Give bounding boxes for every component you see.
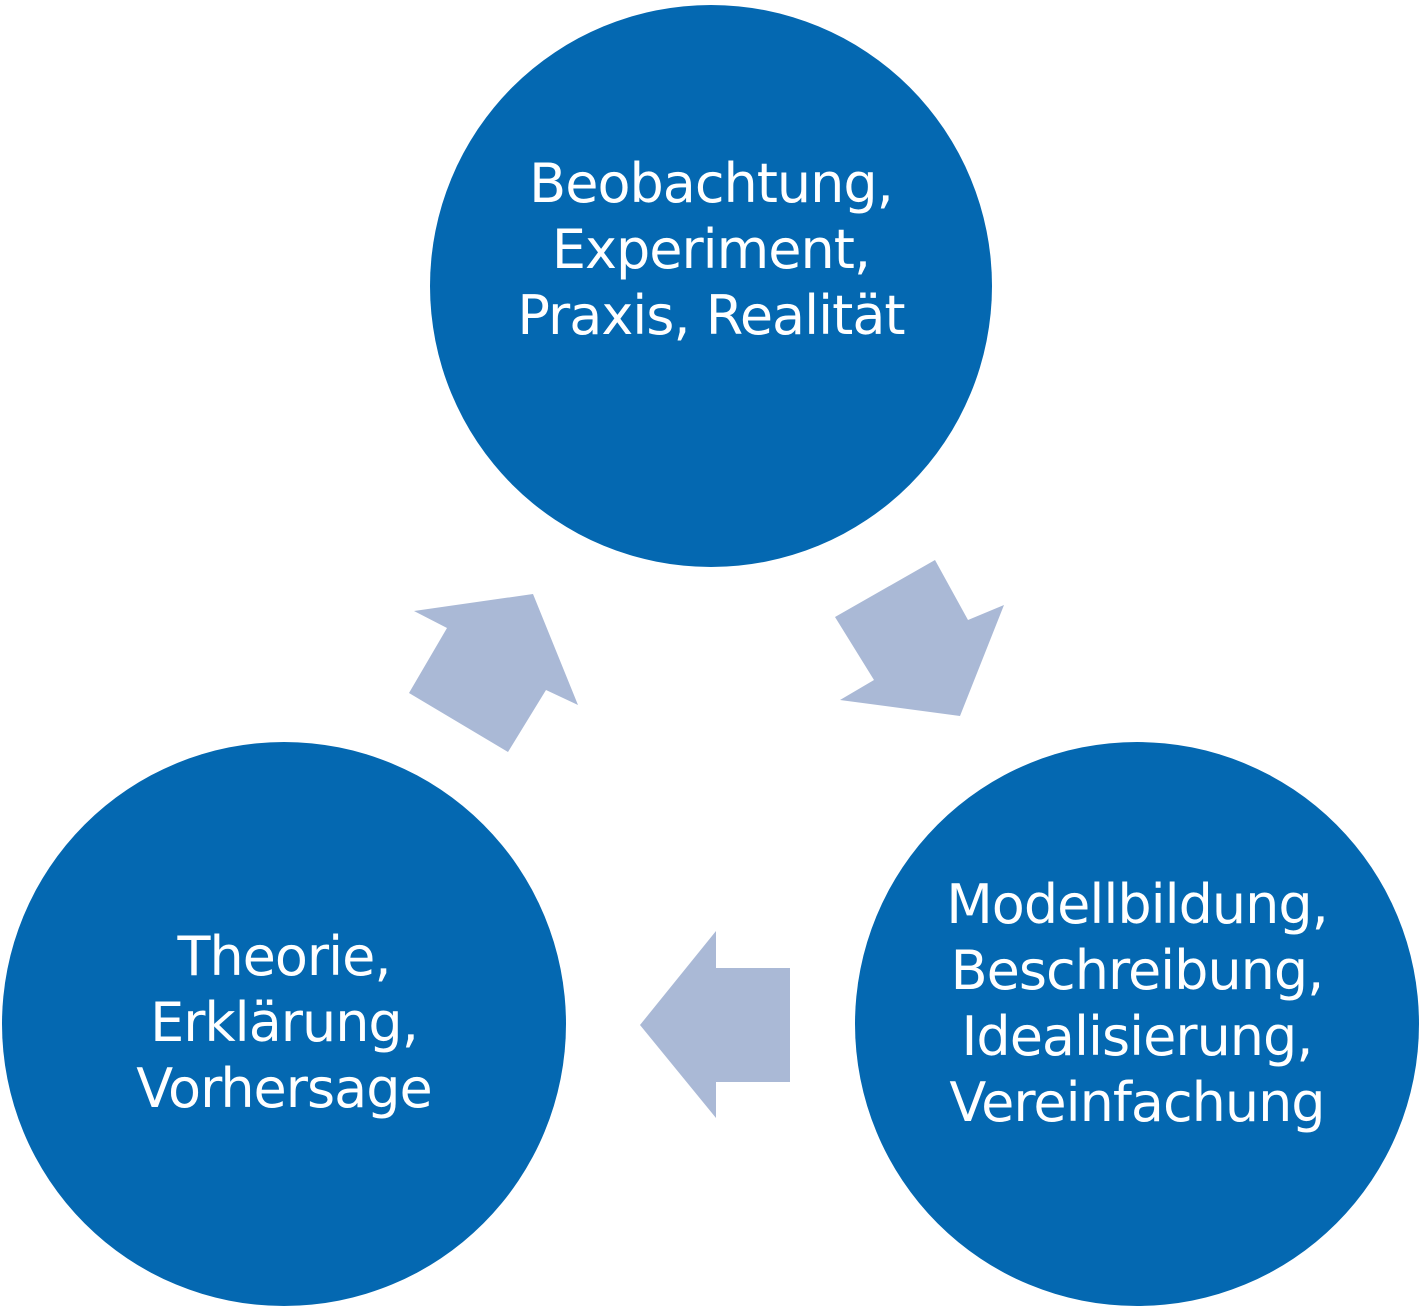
node-observation: Beobachtung, Experiment, Praxis, Realitä… (430, 5, 992, 567)
arrow-right-to-left (640, 931, 790, 1118)
node-theory-line-2: Erklärung, (150, 991, 419, 1054)
node-observation-label: Beobachtung, Experiment, Praxis, Realitä… (517, 151, 905, 349)
node-theory-line-3: Vorhersage (136, 1057, 432, 1120)
node-modelling-line-2: Beschreibung, (950, 939, 1325, 1002)
node-observation-line-2: Experiment, (551, 218, 871, 281)
arrow-left-to-top (409, 594, 578, 752)
node-theory-line-1: Theorie, (177, 925, 391, 988)
node-modelling-line-3: Idealisierung, (961, 1005, 1314, 1068)
node-observation-line-1: Beobachtung, (529, 152, 894, 215)
node-theory: Theorie, Erklärung, Vorhersage (2, 742, 566, 1306)
node-modelling-label: Modellbildung, Beschreibung, Idealisieru… (946, 872, 1329, 1136)
arrow-top-to-right (835, 560, 1004, 716)
node-modelling-line-4: Vereinfachung (949, 1071, 1325, 1134)
node-theory-label: Theorie, Erklärung, Vorhersage (136, 924, 432, 1122)
node-observation-line-3: Praxis, Realität (517, 284, 905, 347)
node-modelling-line-1: Modellbildung, (946, 873, 1329, 936)
node-modelling: Modellbildung, Beschreibung, Idealisieru… (855, 742, 1419, 1306)
